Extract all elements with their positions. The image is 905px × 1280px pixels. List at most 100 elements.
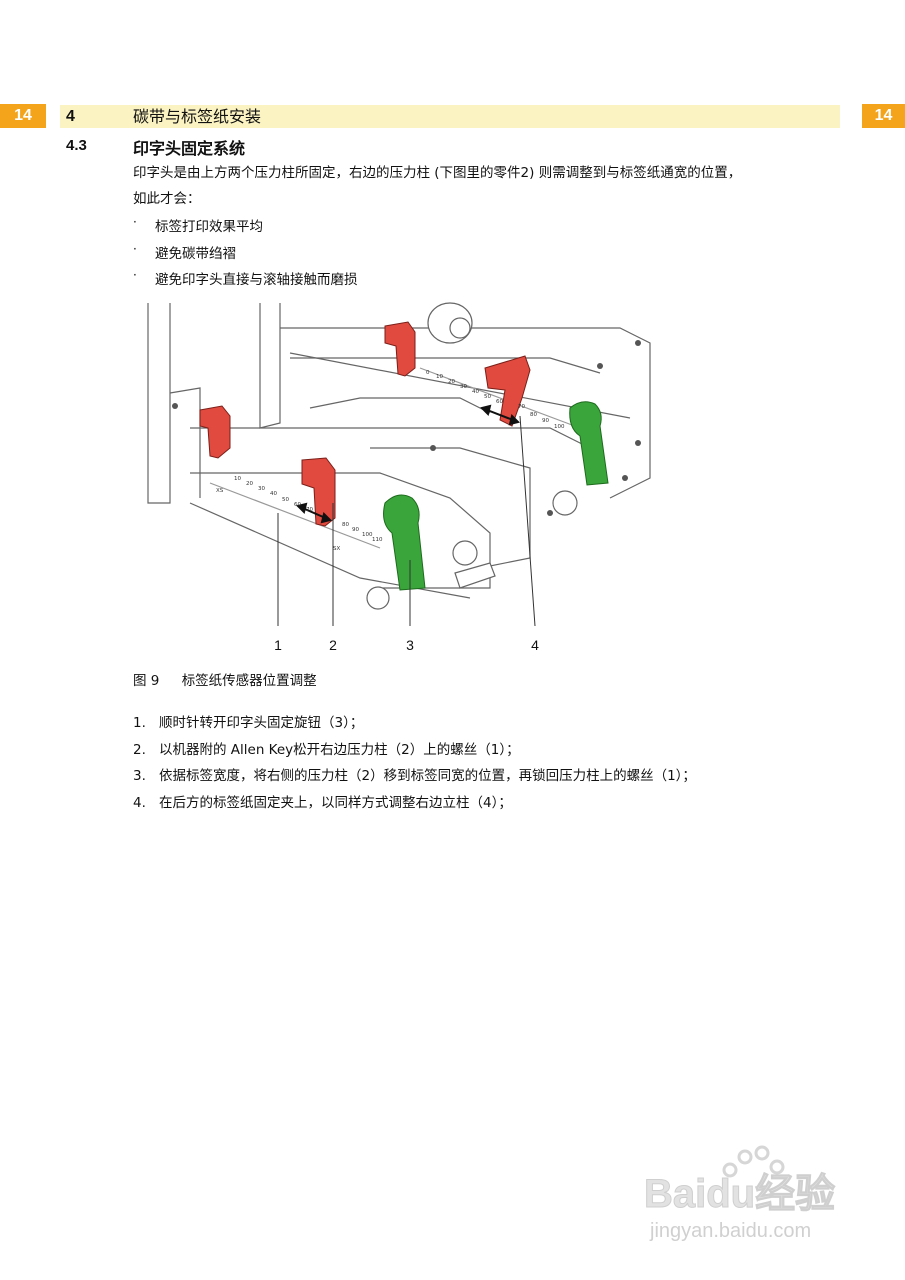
bullet-dot-icon: · [133,215,137,229]
scale-label: XS [216,488,224,494]
scale-label: 90 [352,527,359,533]
arrowhead [296,502,308,514]
list-item-text: 避免碳带绉褶 [155,245,236,262]
front-axle [190,427,601,454]
intro-line-2: 如此才会： [133,191,201,207]
scale-label: 110 [372,537,383,543]
callout-leader-4 [519,415,536,627]
left-frame [147,303,171,504]
procedure-steps: 1. 顺时针转开印字头固定旋钮（3）； 2. 以机器附的 Allen Key松开右边… [133,710,696,816]
printhead-lock-lever-front [383,494,426,591]
step-text: 以机器附的 Allen Key松开右边压力柱（2）上的螺丝（1）； [159,741,520,758]
screw [430,445,436,451]
ribbon-guide [309,397,491,414]
scale-label: SX [333,546,340,552]
screw [597,363,603,369]
paw-toe-icon [722,1162,738,1178]
callout-number: 1 [274,637,282,653]
screw [622,475,628,481]
scale-label: 50 [282,497,289,503]
intro-line-1: 印字头是由上方两个压力柱所固定，右边的压力柱 (下图里的零件2) 则需调整到与标… [133,165,742,181]
arrowhead [320,512,332,524]
scale-label: 70 [306,507,313,513]
scale-label: 50 [484,394,491,400]
scale-label: 70 [518,404,525,410]
scale-label: 40 [270,491,277,497]
printhead-illustration: XS 10 20 30 40 50 60 70 80 90 100 110 SX… [147,302,651,653]
scale-label: 20 [246,481,253,487]
callout-number: 2 [329,637,337,653]
list-item: 3. 依据标签宽度，将右侧的压力柱（2）移到标签同宽的位置，再锁回压力柱上的螺丝（… [133,763,696,790]
front-knob [452,540,478,566]
watermark-url: jingyan.baidu.com [649,1220,811,1242]
screw [635,340,641,346]
callout-number: 4 [531,637,539,653]
front-scale-bar [209,482,381,549]
page-number-tab-right: 14 [862,104,905,128]
paw-toe-icon [737,1149,753,1165]
scale-label: 0 [426,370,430,376]
chapter-number: 4 [66,108,75,125]
chapter-header-bar: 4 碳带与标签纸安装 [60,105,840,128]
rear-housing [280,327,651,499]
scale-label: 60 [294,502,301,508]
paw-toe-icon [754,1145,770,1161]
rear-clamp-right [484,355,531,427]
watermark-brand: Baidu经验 [644,1172,835,1216]
left-bracket [169,387,201,498]
front-plate [190,472,491,589]
scale-label: 40 [472,389,479,395]
list-item: ·标签打印效果平均 [133,214,358,241]
intro-paragraph: 印字头是由上方两个压力柱所固定，右边的压力柱 (下图里的零件2) 则需调整到与标… [133,160,833,212]
section-number: 4.3 [66,137,87,154]
scale-label: 80 [530,412,537,418]
benefit-list: ·标签打印效果平均 · 避免碳带绉褶 · 避免印字头直接与滚轴接触而磨损 [133,214,358,294]
scale-label: 10 [436,374,443,380]
figure-caption-text: 标签纸传感器位置调整 [181,673,317,689]
bullet-dot-icon: · [133,268,137,282]
callout-number: 3 [406,637,414,653]
figure-number: 图 9 [133,673,160,689]
step-number: 3. [133,768,146,784]
page-number-tab-left: 14 [0,104,46,128]
scale-label: 30 [258,486,265,492]
arrowhead [480,404,492,416]
list-item: · 避免印字头直接与滚轴接触而磨损 [133,267,358,294]
scale-label: 80 [342,522,349,528]
screw [547,510,553,516]
list-item-text: 避免印字头直接与滚轴接触而磨损 [155,272,358,288]
step-number: 4. [133,794,146,811]
pressure-column-right [301,457,336,527]
chapter-title: 碳带与标签纸安装 [133,107,262,126]
front-edge [189,502,471,599]
step-text: 在后方的标签纸固定夹上，以同样方式调整右边立柱（4）； [159,794,512,811]
center-post [259,303,281,429]
step-text: 顺时针转开印字头固定旋钮（3）； [159,715,364,731]
step-text: 依据标签宽度，将右侧的压力柱（2）移到标签同宽的位置，再锁回压力柱上的螺丝（1）… [159,768,696,784]
baidu-watermark: Baidu经验 jingyan.baidu.com [644,1145,836,1242]
scale-label: 30 [460,384,467,390]
scale-label: 100 [554,424,565,430]
section-title: 印字头固定系统 [133,139,246,158]
rear-clamp-left [384,321,416,377]
rear-scale-bar [419,367,581,429]
paw-toe-icon [769,1159,785,1175]
list-item: 4. 在后方的标签纸固定夹上，以同样方式调整右边立柱（4）； [133,790,696,817]
pressure-column-left [199,405,231,459]
scale-label: 100 [362,532,373,538]
scale-label: 60 [496,399,503,405]
arrowhead [508,414,520,426]
release-handle [454,562,496,589]
list-item: 1. 顺时针转开印字头固定旋钮（3）； [133,710,696,737]
printhead-lock-lever-rear [569,401,609,486]
figure-caption: 图 9 标签纸传感器位置调整 [133,669,317,689]
scale-label: 20 [448,379,455,385]
pivot-knob [552,490,578,516]
scale-label: 10 [234,476,241,482]
screw [635,440,641,446]
step-number: 1. [133,715,146,731]
scale-label: 90 [542,418,549,424]
screw [172,403,178,409]
front-roller-end [366,586,390,610]
step-number: 2. [133,741,146,758]
